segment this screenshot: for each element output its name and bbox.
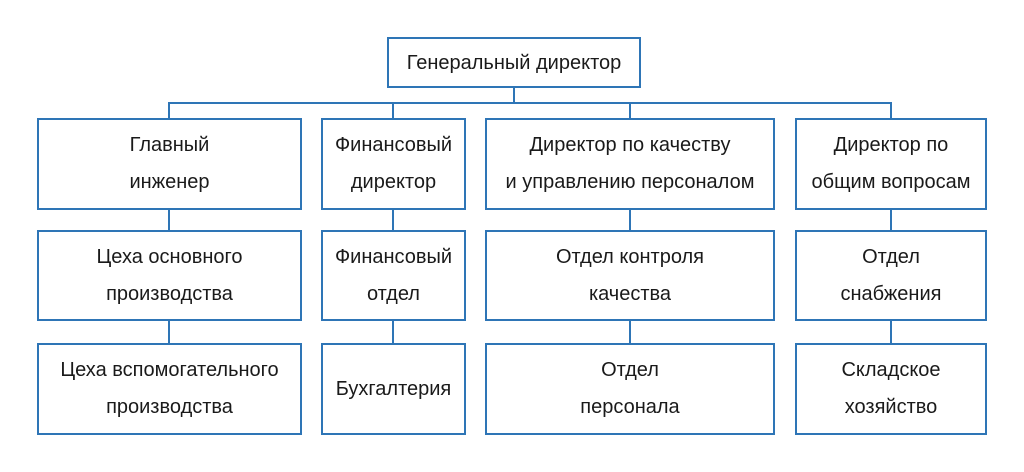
connector-bus [168, 102, 892, 104]
connector-head-stub-col2 [629, 103, 631, 119]
connector-root-stub [513, 86, 515, 103]
org-node-chief-engineer: Главный инженер [37, 118, 302, 210]
connector-mid-stub-col0 [168, 208, 170, 231]
org-node-financial-department: Финансовый отдел [321, 230, 466, 321]
connector-bottom-stub-col2 [629, 319, 631, 344]
org-node-quality-control-department: Отдел контроля качества [485, 230, 775, 321]
connector-mid-stub-col1 [392, 208, 394, 231]
org-node-financial-director: Финансовый директор [321, 118, 466, 210]
org-node-supply-department: Отдел снабжения [795, 230, 987, 321]
org-node-auxiliary-production-shops: Цеха вспомогательного производства [37, 343, 302, 435]
org-node-accounting: Бухгалтерия [321, 343, 466, 435]
org-node-quality-hr-director: Директор по качеству и управлению персон… [485, 118, 775, 210]
connector-bottom-stub-col0 [168, 319, 170, 344]
connector-bottom-stub-col3 [890, 319, 892, 344]
org-node-general-director: Генеральный директор [387, 37, 641, 88]
org-node-main-production-shops: Цеха основного производства [37, 230, 302, 321]
connector-head-stub-col3 [890, 103, 892, 119]
org-node-warehouse-facilities: Складское хозяйство [795, 343, 987, 435]
org-node-general-affairs-director: Директор по общим вопросам [795, 118, 987, 210]
connector-head-stub-col0 [168, 103, 170, 119]
org-node-personnel-department: Отдел персонала [485, 343, 775, 435]
connector-bottom-stub-col1 [392, 319, 394, 344]
connector-head-stub-col1 [392, 103, 394, 119]
connector-mid-stub-col3 [890, 208, 892, 231]
connector-mid-stub-col2 [629, 208, 631, 231]
